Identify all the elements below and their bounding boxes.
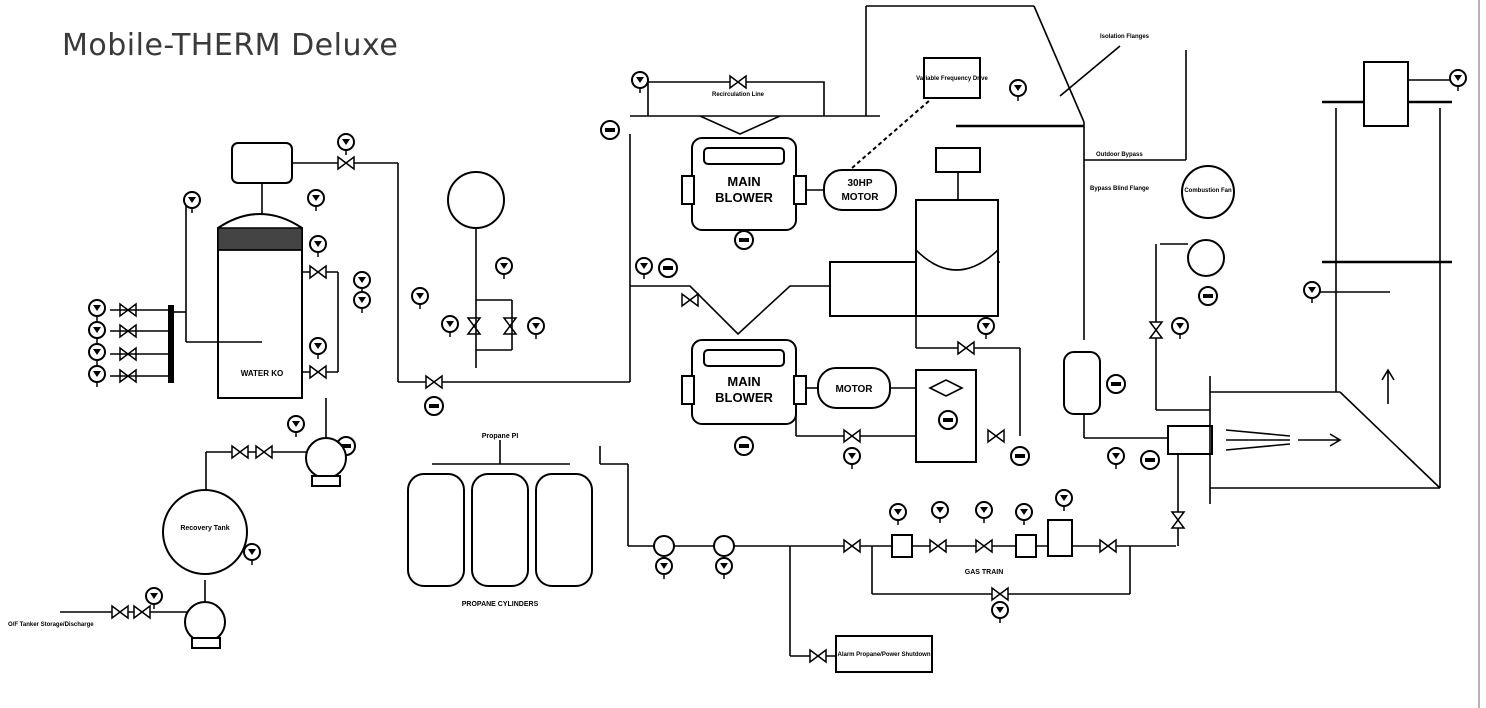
blower-top-line1: MAIN <box>727 174 760 189</box>
top-duct: Isolation Flanges Outdoor Bypass Bypass … <box>865 5 1187 340</box>
recirculation-label: Recirculation Line <box>712 92 765 98</box>
propane-cylinders: Propane PI PROPANE CYLINDERS <box>407 433 601 608</box>
propane-cylinders-label: PROPANE CYLINDERS <box>462 601 539 608</box>
propane-pi-label: Propane PI <box>482 433 519 440</box>
main-blower-top: Recirculation Line MAIN BLOWER 30HP MOTO… <box>600 57 989 382</box>
motor-top-line2: MOTOR <box>841 192 879 203</box>
water-ko-label: WATER KO <box>241 369 284 378</box>
blower-bottom-line1: MAIN <box>727 374 760 389</box>
gas-cylinder-loop <box>447 171 513 368</box>
center-vessel <box>829 147 1030 466</box>
blower-bottom-line2: BLOWER <box>715 390 773 405</box>
motor-top-line1: 30HP <box>847 178 872 189</box>
water-ko-vessel: WATER KO <box>217 142 303 399</box>
recovery-tank-label: Recovery Tank <box>180 525 229 532</box>
motor-bottom-label: MOTOR <box>835 384 873 395</box>
blind-flange-label: Bypass Blind Flange <box>1090 186 1150 192</box>
propane-line: Alarm Propane/Power Shutdown <box>600 463 1176 673</box>
burner-stack: Combustion Fan <box>1063 61 1467 546</box>
right-border <box>1478 0 1480 708</box>
isolation-flanges-label: Isolation Flanges <box>1100 34 1150 40</box>
gas-train: GAS TRAIN <box>655 489 1131 624</box>
vfd-label: Variable Frequency Drive <box>916 76 988 82</box>
transfer-pumps: Recovery Tank <box>162 437 347 649</box>
gas-train-label: GAS TRAIN <box>965 569 1004 576</box>
alarm-box-label: Alarm Propane/Power Shutdown <box>837 652 930 658</box>
diagram-title: Mobile-THERM Deluxe <box>62 28 399 63</box>
outdoor-bypass-label: Outdoor Bypass <box>1096 152 1143 158</box>
manifold-valves <box>88 299 174 388</box>
blower-top-line2: BLOWER <box>715 190 773 205</box>
tanker-label: O/F Tanker Storage/Discharge <box>8 622 94 628</box>
combustion-fan-label: Combustion Fan <box>1184 188 1232 194</box>
main-blower-bottom: MAIN BLOWER MOTOR <box>630 257 1000 470</box>
